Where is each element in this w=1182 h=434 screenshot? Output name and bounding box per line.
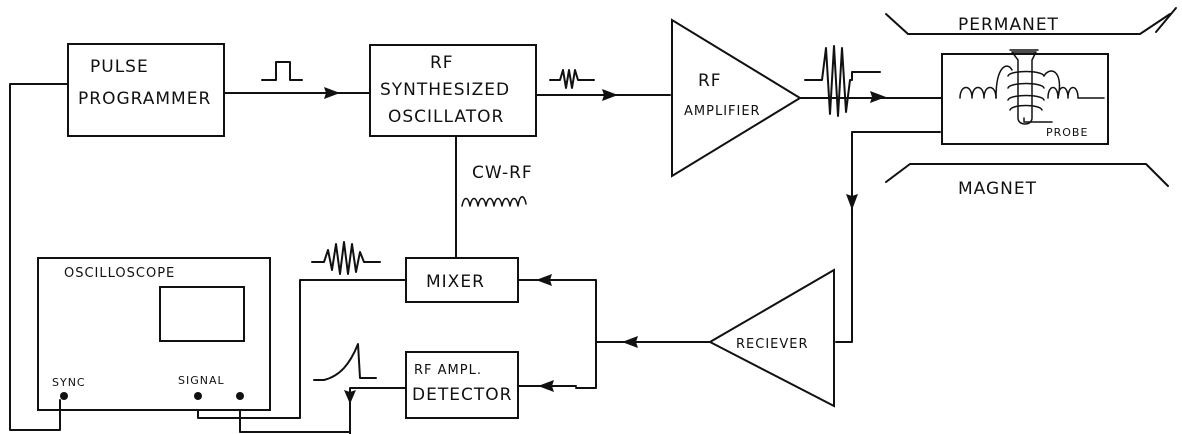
connection-mixer-to-oscilloscope xyxy=(197,279,407,419)
rf-oscillator-label-line1: RF xyxy=(430,53,454,73)
rf-detector-label-line1: RF AMPL. xyxy=(414,363,482,378)
probe-label: PROBE xyxy=(1046,126,1088,139)
sync-label: SYNC xyxy=(52,376,86,389)
mixer-burst-waveform-icon xyxy=(311,241,381,275)
arrow-head-icon xyxy=(602,89,618,101)
rf-oscillator-label-line2: SYNTHESIZED xyxy=(380,80,510,100)
pulse-programmer-block: PULSE PROGRAMMER xyxy=(67,43,225,137)
arrow-head-icon xyxy=(846,194,858,210)
oscilloscope-label: OSCILLOSCOPE xyxy=(64,266,175,281)
sync-connector-icon xyxy=(60,392,68,400)
cw-rf-label: CW-RF xyxy=(472,163,533,183)
amplified-burst-waveform-icon xyxy=(804,45,881,117)
signal-label: SIGNAL xyxy=(178,374,225,387)
cw-rf-waveform-icon xyxy=(461,196,527,207)
receiver-label: RECIEVER xyxy=(736,337,809,352)
signal-connector-icon xyxy=(236,392,244,400)
rf-oscillator-label-line3: OSCILLATOR xyxy=(388,107,504,127)
oscilloscope-block: OSCILLOSCOPE SYNC SIGNAL xyxy=(37,257,271,411)
magnet-bottom-label: MAGNET xyxy=(958,179,1037,199)
magnet-top-label: PERMANET xyxy=(958,15,1059,35)
mixer-block: MIXER xyxy=(405,257,519,303)
magnet-assembly: PERMANET MAGNET xyxy=(885,7,1177,199)
pulse-waveform-icon xyxy=(261,61,303,81)
arrow-head-icon xyxy=(538,380,554,392)
rf-oscillator-block: RF SYNTHESIZED OSCILLATOR xyxy=(369,44,537,137)
rf-detector-label-line2: DETECTOR xyxy=(412,385,512,405)
oscilloscope-screen xyxy=(159,286,245,342)
rf-burst-waveform-icon xyxy=(549,69,595,89)
connection-probe-to-receiver xyxy=(835,131,941,343)
detector-envelope-waveform-icon xyxy=(313,343,377,381)
connection-detector-to-signal xyxy=(239,395,351,433)
arrow-head-icon xyxy=(344,390,356,404)
pulse-programmer-label-line2: PROGRAMMER xyxy=(78,89,211,109)
rf-amplifier-label-line2: AMPLIFIER xyxy=(684,104,761,119)
rf-amplifier-block: RF AMPLIFIER xyxy=(671,18,802,178)
rf-detector-block: RF AMPL. DETECTOR xyxy=(405,351,519,419)
connection-detector-to-oscilloscope xyxy=(349,387,407,434)
probe-block: PROBE xyxy=(941,49,1109,145)
arrow-head-icon xyxy=(536,274,552,286)
arrow-head-icon xyxy=(324,87,340,99)
rf-amplifier-label-line1: RF xyxy=(698,71,722,91)
receiver-block: RECIEVER xyxy=(707,268,835,408)
signal-connector-icon xyxy=(194,392,202,400)
pulse-programmer-label-line1: PULSE xyxy=(90,57,149,77)
connection-branch-vertical xyxy=(575,279,597,389)
arrow-head-icon xyxy=(870,91,886,103)
connection-programmer-to-sync xyxy=(9,83,69,431)
mixer-label: MIXER xyxy=(426,272,485,292)
arrow-head-icon xyxy=(622,336,638,348)
